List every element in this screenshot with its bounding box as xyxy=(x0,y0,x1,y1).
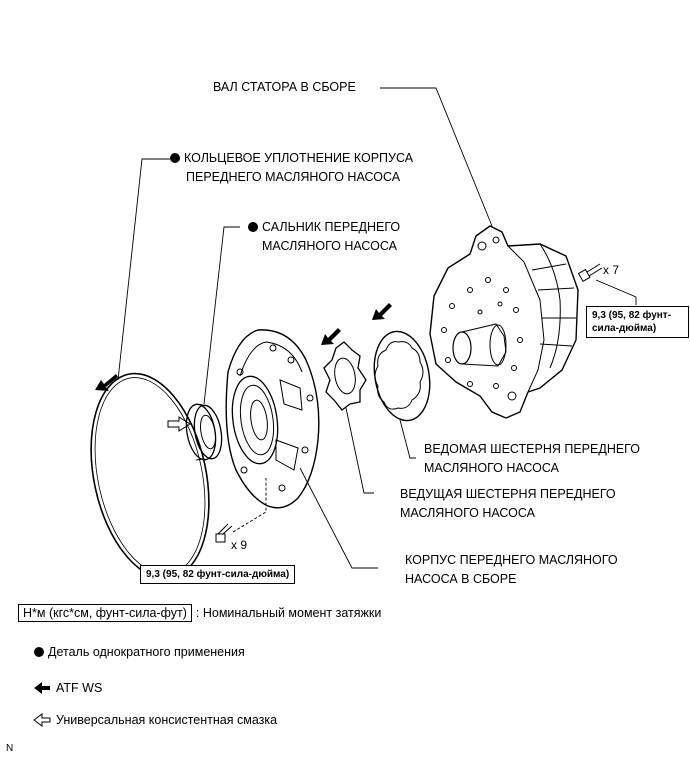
legend-torque-desc: : Номинальный момент затяжки xyxy=(195,606,382,620)
label-drive-gear-line2: МАСЛЯНОГО НАСОСА xyxy=(400,506,535,520)
stator-shaft-assembly xyxy=(429,225,579,419)
label-oil-seal-line1: САЛЬНИК ПЕРЕДНЕГО xyxy=(262,220,401,234)
bolt-bottom-qty: x 9 xyxy=(231,538,248,552)
label-pump-body-line2: НАСОСА В СБОРЕ xyxy=(405,572,517,586)
leader-lines xyxy=(117,87,637,569)
grease-arrow-icon xyxy=(167,416,191,432)
label-drive-gear: ВЕДУЩАЯ ШЕСТЕРНЯ ПЕРЕДНЕГО МАСЛЯНОГО НАС… xyxy=(400,485,616,523)
pump-body xyxy=(225,329,320,509)
torque-right-line1: 9,3 (95, 82 фунт- xyxy=(592,310,672,321)
torque-box-bottom: 9,3 (95, 82 фунт-сила-дюйма) xyxy=(140,565,296,584)
legend-non-reusable: Деталь однократного применения xyxy=(34,645,245,659)
label-o-ring-line1: КОЛЬЦЕВОЕ УПЛОТНЕНИЕ КОРПУСА xyxy=(184,151,414,165)
bolt-right-qty: x 7 xyxy=(603,263,620,277)
legend-atf: ATF WS xyxy=(56,681,103,695)
legend-non-reusable-dot-icon xyxy=(34,647,44,657)
legend-non-reusable-text: Деталь однократного применения xyxy=(48,645,245,659)
label-driven-gear: ВЕДОМАЯ ШЕСТЕРНЯ ПЕРЕДНЕГО МАСЛЯНОГО НАС… xyxy=(424,440,640,478)
legend-grease: Универсальная консистентная смазка xyxy=(56,713,278,727)
atf-arrow-icons xyxy=(95,303,392,391)
label-o-ring-line2: ПЕРЕДНЕГО МАСЛЯНОГО НАСОСА xyxy=(186,170,401,184)
legend-grease-arrow-icon xyxy=(33,713,51,727)
label-driven-gear-line1: ВЕДОМАЯ ШЕСТЕРНЯ ПЕРЕДНЕГО xyxy=(424,442,640,456)
legend-torque-box: Н*м (кгс*см, фунт-сила-фут) xyxy=(18,604,192,622)
o-ring xyxy=(90,372,210,580)
torque-box-right: 9,3 (95, 82 фунт- сила-дюйма) xyxy=(586,306,689,338)
label-oil-seal: САЛЬНИК ПЕРЕДНЕГО МАСЛЯНОГО НАСОСА xyxy=(248,218,400,256)
torque-right-line2: сила-дюйма) xyxy=(592,323,657,334)
label-drive-gear-line1: ВЕДУЩАЯ ШЕСТЕРНЯ ПЕРЕДНЕГО xyxy=(400,487,616,501)
label-stator-shaft-text: ВАЛ СТАТОРА В СБОРЕ xyxy=(213,80,356,94)
drive-gear xyxy=(323,341,367,411)
label-pump-body: КОРПУС ПЕРЕДНЕГО МАСЛЯНОГО НАСОСА В СБОР… xyxy=(405,551,618,589)
driven-gear xyxy=(373,330,431,422)
label-o-ring: КОЛЬЦЕВОЕ УПЛОТНЕНИЕ КОРПУСА ПЕРЕДНЕГО М… xyxy=(170,149,413,187)
label-oil-seal-line2: МАСЛЯНОГО НАСОСА xyxy=(262,239,397,253)
label-stator-shaft: ВАЛ СТАТОРА В СБОРЕ xyxy=(213,78,356,97)
non-reusable-dot-icon xyxy=(248,222,258,232)
oil-seal xyxy=(185,403,223,461)
legend-atf-arrow-icon xyxy=(34,682,50,694)
label-driven-gear-line2: МАСЛЯНОГО НАСОСА xyxy=(424,461,559,475)
non-reusable-dot-icon xyxy=(170,153,180,163)
legend-torque: Н*м (кгс*см, фунт-сила-фут): Номинальный… xyxy=(18,604,382,622)
label-pump-body-line1: КОРПУС ПЕРЕДНЕГО МАСЛЯНОГО xyxy=(405,553,618,567)
bolt-bottom-icon xyxy=(215,523,233,543)
corner-mark: N xyxy=(6,743,14,754)
bolt-right-icon xyxy=(577,263,603,283)
